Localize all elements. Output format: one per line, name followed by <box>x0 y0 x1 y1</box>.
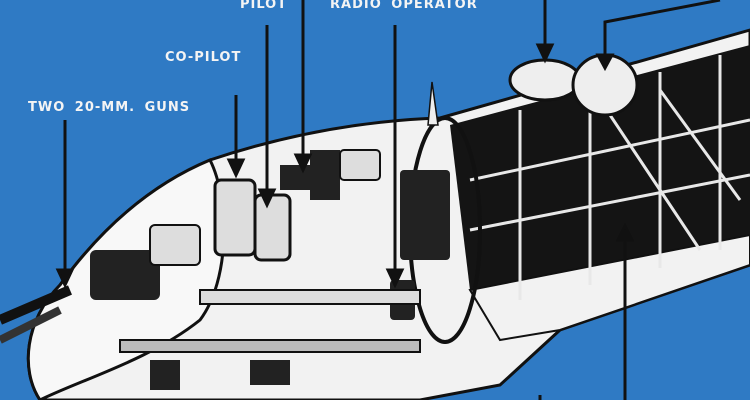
label-two-20mm-guns: TWO 20-MM. GUNS <box>28 100 191 115</box>
fuselage <box>0 28 750 400</box>
label-pilot: PILOT <box>240 0 288 12</box>
label-co-pilot: CO-PILOT <box>165 50 242 65</box>
label-radio-operator: RADIO OPERATOR <box>330 0 478 12</box>
leader-lines <box>55 0 721 400</box>
